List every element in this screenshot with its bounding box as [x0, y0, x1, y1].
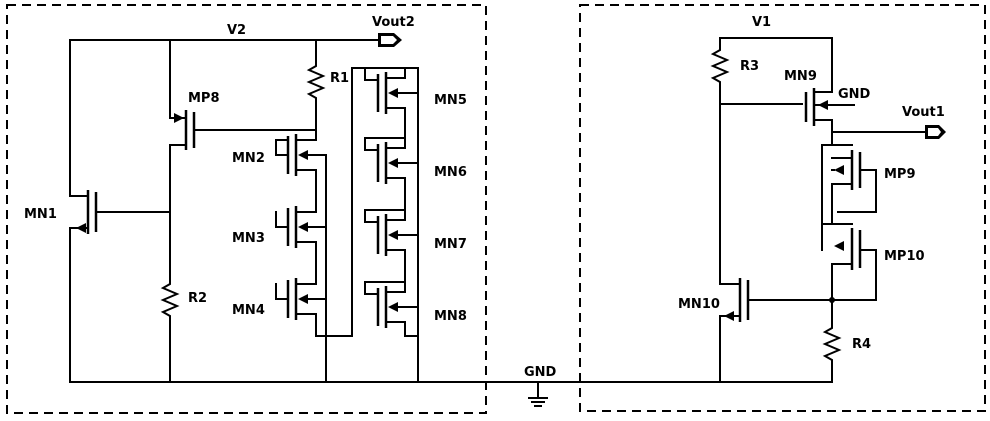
- vout1-label: Vout1: [902, 105, 945, 120]
- mp9-label: MP9: [884, 167, 916, 182]
- r3-resistor: [710, 37, 730, 105]
- r1-resistor: [306, 39, 326, 141]
- mp9-transistor: [821, 131, 877, 225]
- mp8-transistor: [169, 39, 317, 279]
- mn8-label: MN8: [434, 309, 467, 324]
- mn6-label: MN6: [434, 165, 467, 180]
- mn4-label: MN4: [232, 303, 265, 318]
- mn7-label: MN7: [434, 237, 467, 252]
- mn5-mn8-stack: [351, 67, 419, 383]
- mp8-label: MP8: [188, 91, 220, 106]
- r3-label: R3: [740, 59, 759, 74]
- v2-rail: [69, 33, 402, 47]
- mn3-label: MN3: [232, 231, 265, 246]
- v1-label: V1: [752, 15, 771, 30]
- gnd-label: GND: [524, 365, 557, 380]
- ground-rail: [69, 381, 833, 407]
- r4-label: R4: [852, 337, 871, 352]
- r1-label: R1: [330, 71, 349, 86]
- mn10-label: MN10: [678, 297, 720, 312]
- left-block-outline: [6, 4, 487, 414]
- mn2-mn4-stack: [275, 134, 353, 383]
- mp10-label: MP10: [884, 249, 925, 264]
- v2-label: V2: [227, 23, 246, 38]
- mn1-label: MN1: [24, 207, 57, 222]
- mn9-transistor: [719, 37, 946, 139]
- r2-label: R2: [188, 291, 207, 306]
- gnd-gate-label: GND: [838, 87, 871, 102]
- junction-dot: [829, 297, 835, 303]
- r2-resistor: [160, 277, 180, 383]
- mn2-label: MN2: [232, 151, 265, 166]
- vout2-label: Vout2: [372, 15, 415, 30]
- mn5-label: MN5: [434, 93, 467, 108]
- mp10-transistor: [821, 177, 877, 323]
- r4-resistor: [822, 321, 842, 383]
- mn9-label: MN9: [784, 69, 817, 84]
- mn10-transistor: [719, 103, 833, 383]
- right-block-outline: [579, 4, 986, 412]
- mn1-transistor: [69, 39, 171, 383]
